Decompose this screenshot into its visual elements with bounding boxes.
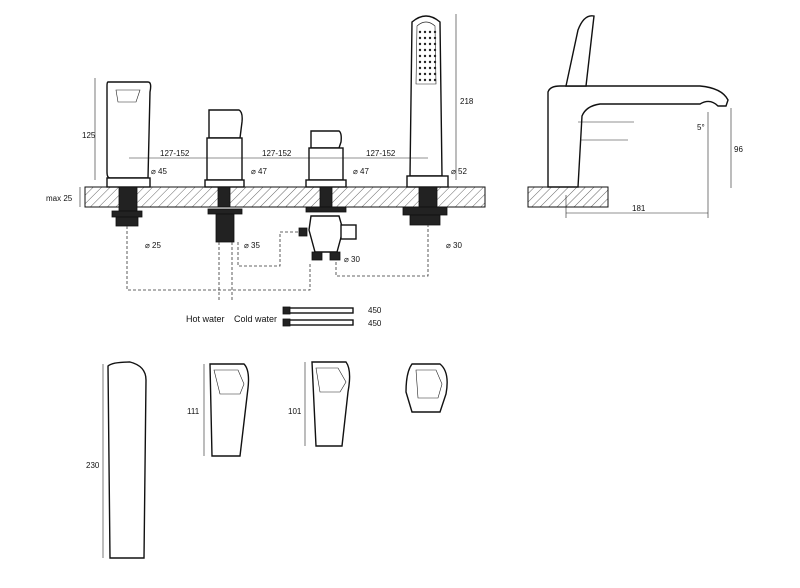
spray-hole <box>433 30 437 34</box>
dim-d-spout: ⌀ 45 <box>151 167 167 176</box>
label-hot-water: Hot water <box>186 314 225 324</box>
label-cold-water: Cold water <box>234 314 277 324</box>
spray-hole <box>433 60 437 64</box>
hot-mixer <box>204 109 245 243</box>
spray-hole <box>433 48 437 52</box>
spray-hole <box>428 30 432 34</box>
dim-spacing-2: 127-152 <box>262 149 292 158</box>
spray-hole <box>428 36 432 40</box>
dim-hole-shower: ⌀ 30 <box>446 241 462 250</box>
dim-spout-height: 125 <box>82 131 96 140</box>
hoses <box>282 306 354 327</box>
shower-head-holes <box>418 30 437 82</box>
side-deck-slab <box>527 186 609 208</box>
dim-hose-2: 450 <box>368 319 382 328</box>
spray-hole <box>428 60 432 64</box>
spray-hole <box>428 72 432 76</box>
dim-spout-reach: 181 <box>632 204 646 213</box>
spray-hole <box>423 72 427 76</box>
dim-spout-angle: 5° <box>697 123 705 132</box>
spray-hole <box>423 60 427 64</box>
spray-hole <box>423 42 427 46</box>
spray-hole <box>433 54 437 58</box>
spray-hole <box>418 60 422 64</box>
spray-hole <box>428 54 432 58</box>
spray-hole <box>423 78 427 82</box>
spout-side-view <box>547 15 732 218</box>
spray-hole <box>423 30 427 34</box>
dim-spout-side-height: 96 <box>734 145 743 154</box>
deck-slab <box>84 186 486 208</box>
spray-hole <box>418 54 422 58</box>
spray-hole <box>423 54 427 58</box>
dim-hole-spout: ⌀ 25 <box>145 241 161 250</box>
spray-hole <box>433 72 437 76</box>
dim-bottom-spout: 230 <box>86 461 100 470</box>
dim-bottom-hot: 111 <box>187 407 200 416</box>
spray-hole <box>428 78 432 82</box>
dim-spacing-3: 127-152 <box>366 149 396 158</box>
spray-hole <box>418 48 422 52</box>
dim-hole-cold: ⌀ 30 <box>344 255 360 264</box>
dim-d-hot: ⌀ 47 <box>251 167 267 176</box>
spray-hole <box>433 42 437 46</box>
spray-hole <box>418 36 422 40</box>
dim-hose-1: 450 <box>368 306 382 315</box>
dim-hole-hot: ⌀ 35 <box>244 241 260 250</box>
bath-spout <box>106 81 152 227</box>
spray-hole <box>423 36 427 40</box>
dim-shower-height: 218 <box>460 97 474 106</box>
spray-hole <box>418 30 422 34</box>
cold-mixer <box>298 130 357 261</box>
supply-lines <box>126 225 429 300</box>
spray-hole <box>433 36 437 40</box>
spray-hole <box>418 66 422 70</box>
dim-bottom-cold: 101 <box>288 407 302 416</box>
bottom-views <box>102 361 448 559</box>
spray-hole <box>433 66 437 70</box>
spray-hole <box>433 78 437 82</box>
spray-hole <box>418 42 422 46</box>
dimension-lines <box>79 14 457 207</box>
dim-deck-max: max 25 <box>46 194 73 203</box>
spray-hole <box>428 66 432 70</box>
spray-hole <box>423 66 427 70</box>
spray-hole <box>428 48 432 52</box>
spray-hole <box>418 78 422 82</box>
spray-hole <box>423 48 427 52</box>
dim-d-cold: ⌀ 47 <box>353 167 369 176</box>
spray-hole <box>418 72 422 76</box>
dim-d-shower: ⌀ 52 <box>451 167 467 176</box>
dim-spacing-1: 127-152 <box>160 149 190 158</box>
spray-hole <box>428 42 432 46</box>
